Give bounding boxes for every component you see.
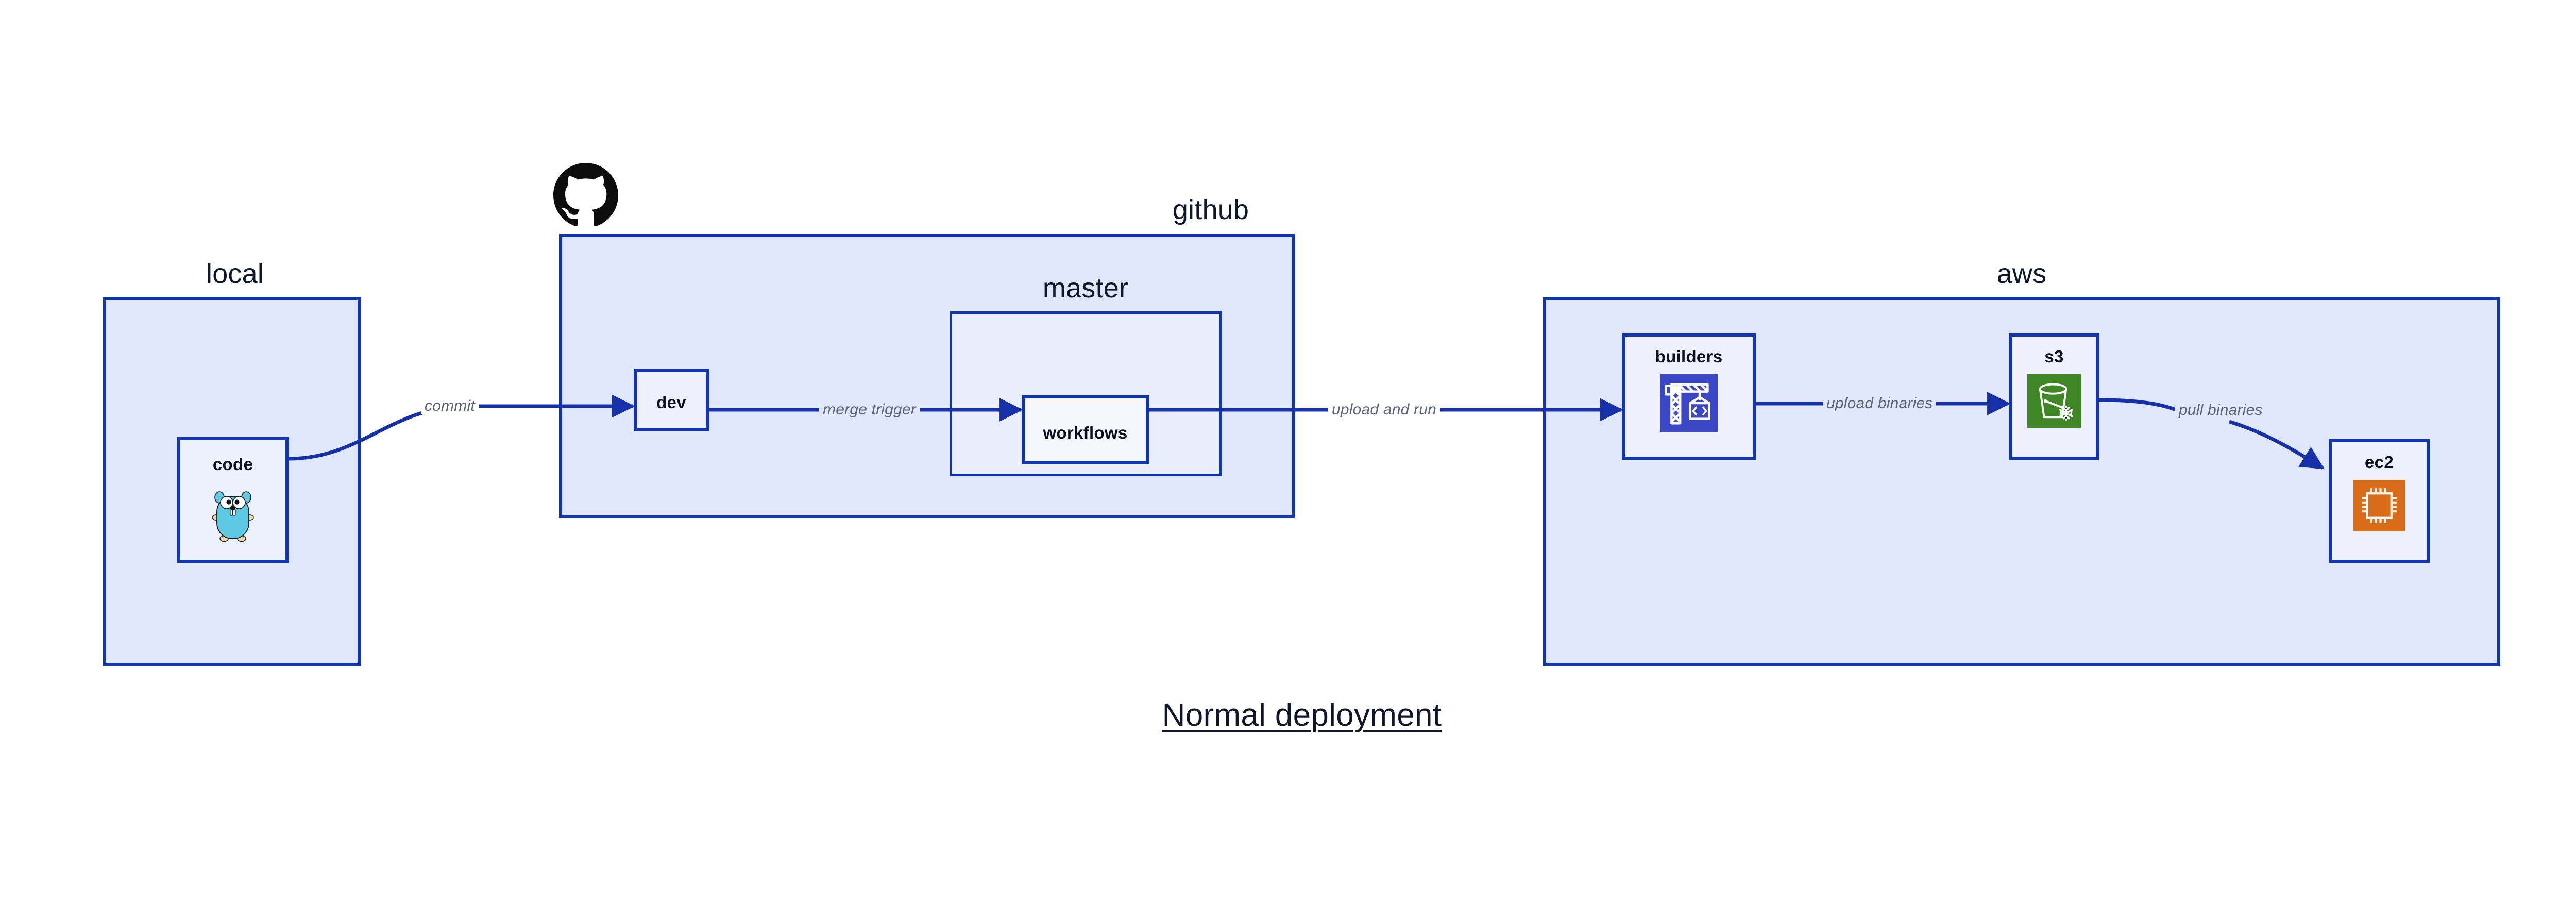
node-code[interactable]: code xyxy=(177,437,289,563)
node-ec2-label: ec2 xyxy=(2365,453,2394,472)
node-builders[interactable]: builders xyxy=(1622,333,1756,460)
group-label-master: master xyxy=(1042,273,1129,304)
diagram-title: Normal deployment xyxy=(1162,697,1442,733)
node-workflows-label: workflows xyxy=(1043,423,1128,442)
edge-label-upload-binaries: upload binaries xyxy=(1823,396,1937,411)
aws-ec2-chip-icon xyxy=(2353,480,2405,534)
github-logo-icon xyxy=(553,163,618,228)
edge-label-merge-trigger: merge trigger xyxy=(819,402,920,417)
node-s3[interactable]: s3 xyxy=(2009,333,2099,460)
edge-label-upload-and-run: upload and run xyxy=(1328,402,1440,417)
group-label-local: local xyxy=(206,258,264,289)
node-workflows[interactable]: workflows xyxy=(1022,395,1149,464)
node-builders-label: builders xyxy=(1655,347,1723,366)
edge-label-commit: commit xyxy=(421,398,479,414)
group-label-aws: aws xyxy=(1996,258,2047,289)
node-dev[interactable]: dev xyxy=(634,369,709,431)
node-ec2[interactable]: ec2 xyxy=(2329,439,2430,563)
aws-s3-bucket-icon xyxy=(2027,374,2081,430)
node-code-label: code xyxy=(212,455,253,474)
group-label-github: github xyxy=(1172,194,1249,225)
edge-label-pull-binaries: pull binaries xyxy=(2175,403,2266,418)
go-gopher-icon xyxy=(210,485,256,545)
node-s3-label: s3 xyxy=(2044,347,2064,366)
node-dev-label: dev xyxy=(656,393,686,412)
aws-codebuild-crane-icon xyxy=(1660,374,1718,435)
